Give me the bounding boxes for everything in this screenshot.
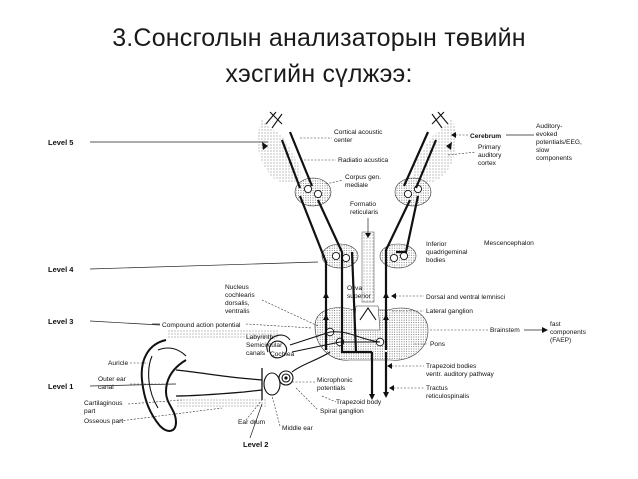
- label-fast-1: fast: [550, 321, 561, 328]
- label-cerebrum: Cerebrum: [470, 133, 501, 140]
- label-nucleus-2: cochlearis: [225, 292, 255, 299]
- level-5-label: Level 5: [48, 138, 73, 147]
- label-nucleus-3: dorsalis,: [225, 300, 250, 307]
- label-nucleus-1: Nucleus: [225, 284, 250, 291]
- label-middle-ear: Middle ear: [282, 425, 314, 432]
- label-primary-3: cortex: [478, 160, 497, 167]
- label-primary-2: auditory: [478, 152, 502, 159]
- label-tractus-2: reticulospinalis: [426, 393, 470, 400]
- label-labyrinth-1: Labyrinth:: [246, 334, 275, 341]
- label-trapezoid-bodies-1: Trapezoid bodies: [426, 363, 477, 370]
- label-pons: Pons: [430, 341, 446, 348]
- label-lemnisci: Dorsal and ventral lemnisci: [426, 294, 506, 301]
- label-inferior-2: quadrigeminal: [426, 249, 468, 256]
- label-corpus-1: Corpus gen.: [345, 174, 381, 181]
- label-oliva-2: superior: [347, 293, 372, 300]
- level-1-label: Level 1: [48, 382, 73, 391]
- label-primary-1: Primary: [478, 144, 501, 151]
- label-outer-ear-1: Outer ear: [98, 376, 127, 383]
- level-3-label: Level 3: [48, 317, 73, 326]
- label-cartilaginous-1: Cartilaginous: [84, 400, 123, 407]
- formatio-reticularis-band: [361, 231, 375, 303]
- label-labyrinth-3: canals: [246, 350, 266, 357]
- label-auricle: Auricle: [108, 360, 128, 367]
- label-auditory-evoked-5: components: [536, 155, 573, 162]
- label-labyrinth-2: Semicircular: [246, 342, 283, 349]
- label-osseous: Osseous part: [84, 418, 123, 425]
- label-spiral-ganglion: Spiral ganglion: [320, 408, 364, 415]
- label-mesencephalon: Mescencephalon: [484, 240, 534, 247]
- label-cortical-2: center: [334, 137, 353, 144]
- label-auditory-evoked-3: potentials/EEG,: [536, 139, 582, 146]
- label-ear-drum: Ear drum: [238, 419, 266, 426]
- label-auditory-evoked-1: Auditory-: [536, 123, 562, 130]
- label-trapezoid-body: Trapezoid body: [336, 399, 382, 406]
- label-formatio-2: reticularis: [350, 209, 379, 216]
- label-brainstem: Brainstem: [490, 327, 520, 334]
- label-compound-action: Compound action potential: [162, 322, 241, 329]
- label-cortical-1: Cortical acoustic: [334, 129, 383, 136]
- ear-illustration: [140, 330, 331, 432]
- label-cochlea: Cochlea: [270, 351, 295, 358]
- slide-title-line-2: хэсгийн сүлжээ:: [225, 60, 413, 88]
- label-auditory-evoked-4: slow: [536, 147, 549, 154]
- left-cortex: [257, 111, 301, 183]
- right-geniculate-body: [394, 177, 432, 207]
- label-tractus-1: Tractus: [426, 385, 448, 392]
- label-inferior-3: bodies: [426, 257, 446, 264]
- label-radiatio: Radiatio acustica: [338, 157, 389, 164]
- left-geniculate-body: [294, 177, 332, 207]
- label-lateral-ganglion: Lateral ganglion: [426, 308, 473, 315]
- label-formatio-1: Formatio: [350, 201, 376, 208]
- label-auditory-evoked-2: evoked: [536, 131, 558, 138]
- label-fast-3: (FAEP): [550, 337, 571, 344]
- label-inferior-1: Inferior: [426, 241, 447, 248]
- label-trapezoid-bodies-2: ventr. auditory pathway: [426, 371, 495, 378]
- label-fast-2: components: [550, 329, 587, 336]
- level-2-label: Level 2: [243, 440, 268, 449]
- label-microphonic-2: potentials: [317, 385, 346, 392]
- auditory-pathway-lines: [280, 131, 438, 398]
- slide-title-line-1: 3.Сонсголын анализаторын төвийн: [112, 24, 526, 52]
- label-cartilaginous-2: part: [84, 408, 96, 415]
- level-4-label: Level 4: [48, 265, 74, 274]
- label-microphonic-1: Microphonic: [317, 377, 353, 384]
- label-nucleus-4: ventralis: [225, 308, 250, 315]
- label-outer-ear-2: canal: [98, 384, 114, 391]
- label-oliva-1: Oliva: [347, 285, 362, 292]
- pathway-arrows: [262, 142, 452, 400]
- pons-body: [314, 305, 429, 361]
- label-corpus-2: mediale: [345, 182, 368, 189]
